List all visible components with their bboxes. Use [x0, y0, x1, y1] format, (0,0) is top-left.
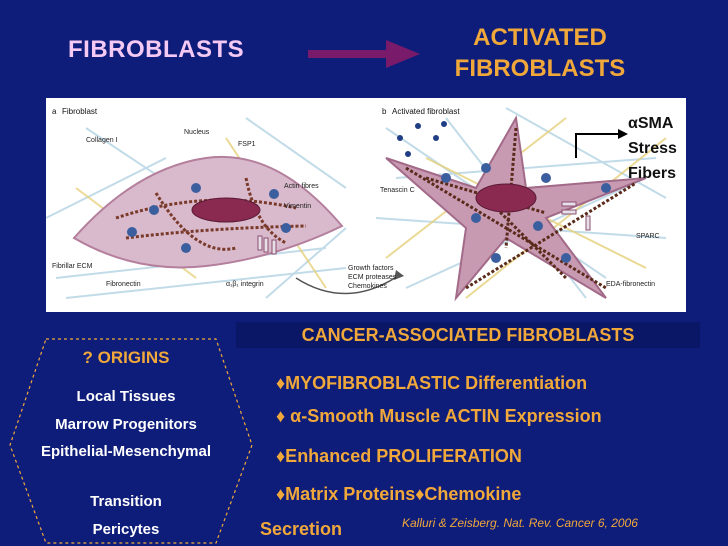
origin-item: Marrow Progenitors — [55, 416, 197, 433]
label-integrin: α₁β₁ integrin — [226, 281, 264, 288]
caf-bullet: ♦Matrix Proteins♦Chemokine — [276, 484, 522, 504]
label-ecm-proteases: ECM proteases — [348, 274, 397, 281]
label-fibronectin: Fibronectin — [106, 281, 141, 288]
label-chemokines: Chemokines — [348, 283, 387, 290]
origin-item: Local Tissues — [76, 388, 176, 405]
sma-label-line2: Stress — [628, 140, 677, 157]
label-fsp1: FSP1 — [238, 141, 256, 148]
activated-title-line2: FIBROBLASTS — [454, 55, 626, 82]
caf-bullet: ♦MYOFIBROBLASTIC Differentiation — [276, 373, 588, 393]
label-tenascin: Tenascin C — [380, 187, 415, 194]
label-collagen: Collagen I — [86, 137, 118, 144]
fibroblast-illustration: a Fibroblast Collagen I Nucleus FSP1 Act… — [45, 98, 686, 312]
label-nucleus: Nucleus — [184, 129, 210, 136]
label-fibrillar-ecm: Fibrillar ECM — [52, 263, 93, 270]
origins-title: ? ORIGINS — [82, 348, 170, 367]
label-sparc: SPARC — [636, 233, 660, 240]
origins-hexagon — [9, 338, 253, 544]
label-actin: Actin fibres — [284, 183, 319, 190]
citation: Kalluri & Zeisberg. Nat. Rev. Cancer 6, … — [402, 516, 638, 530]
sma-label-line3: Fibers — [628, 165, 676, 182]
caf-bullet: ♦Enhanced PROLIFERATION — [276, 446, 522, 466]
caf-bullet-continuation: Secretion — [260, 519, 343, 539]
origin-item: Epithelial-Mesenchymal — [40, 443, 212, 460]
label-growth-factors: Growth factors — [348, 265, 394, 272]
activated-title-line1: ACTIVATED — [473, 24, 607, 51]
caf-title: CANCER-ASSOCIATED FIBROBLASTS — [236, 322, 700, 348]
origin-item: Pericytes — [92, 521, 160, 538]
panel-a-letter: a — [52, 107, 57, 116]
fibroblasts-title: FIBROBLASTS — [68, 36, 245, 63]
transition-arrow-icon — [308, 40, 420, 68]
panel-b-title: Activated fibroblast — [392, 107, 460, 116]
origin-item: Transition — [90, 493, 162, 510]
panel-b-letter: b — [382, 107, 387, 116]
label-vimentin: Vimentin — [284, 203, 311, 210]
caf-bullet: ♦ α-Smooth Muscle ACTIN Expression — [276, 406, 602, 426]
sma-label-line1: αSMA — [628, 115, 674, 132]
fibroblast-diagram: a Fibroblast Collagen I Nucleus FSP1 Act… — [45, 107, 677, 302]
activated-fibroblasts-title: ACTIVATED FIBROBLASTS — [428, 22, 652, 84]
panel-a-title: Fibroblast — [62, 107, 98, 116]
label-eda-fibronectin: EDA-fibronectin — [606, 281, 655, 288]
